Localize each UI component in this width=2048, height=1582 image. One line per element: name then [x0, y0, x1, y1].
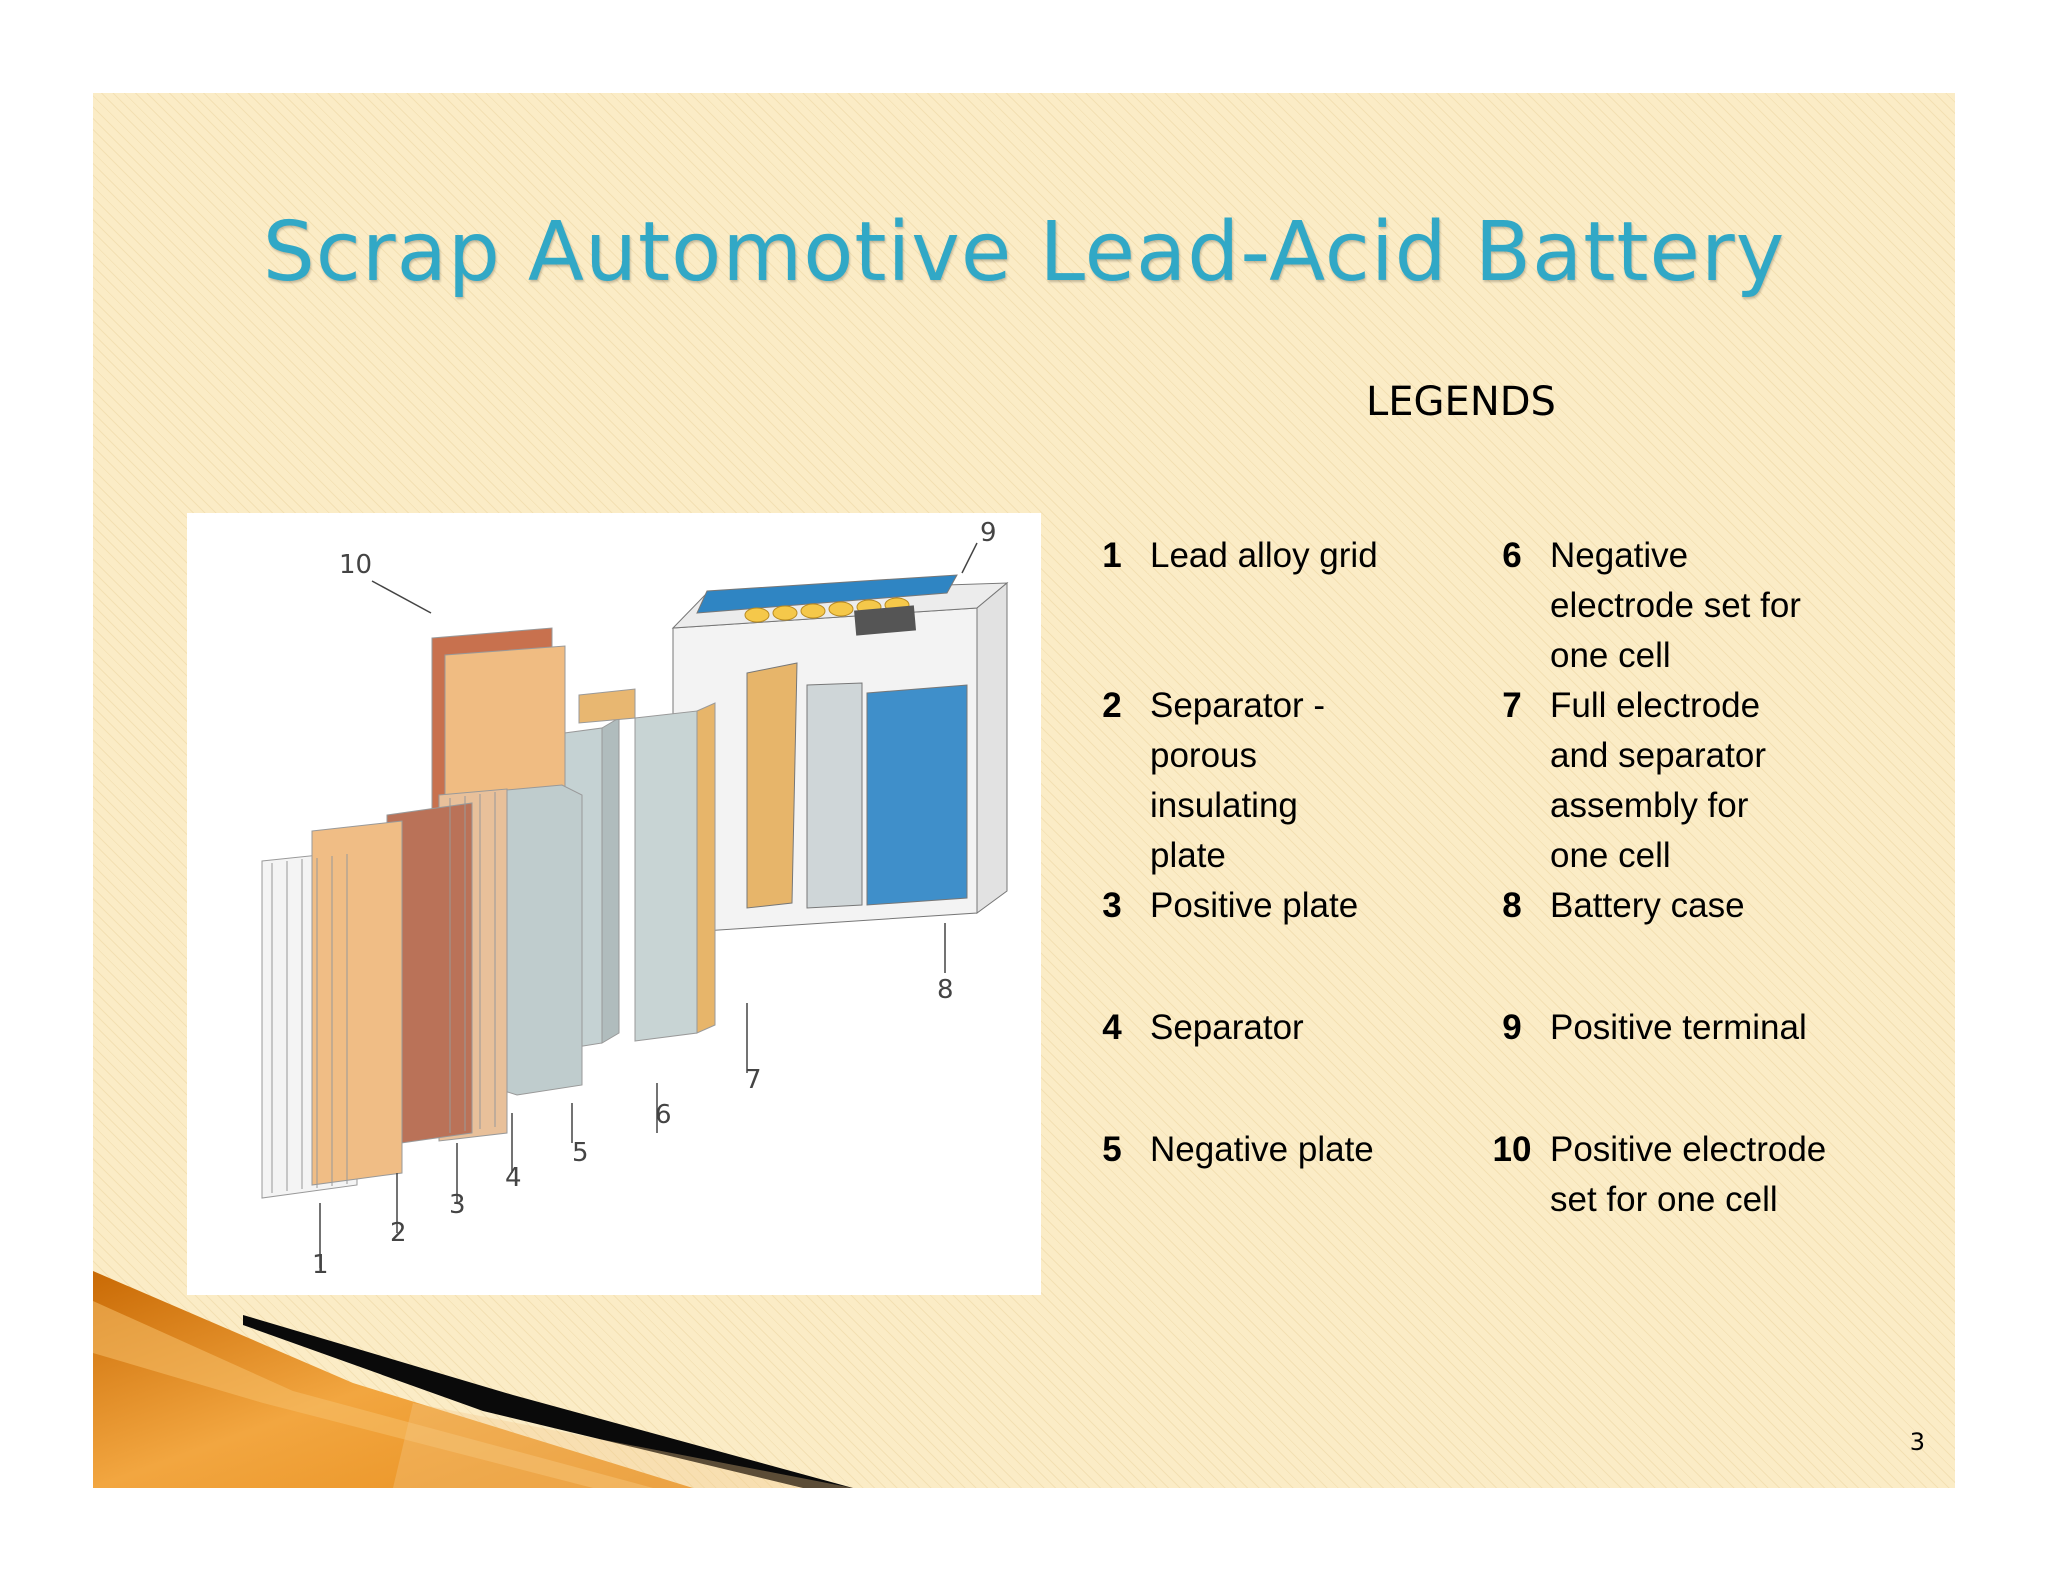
legend-number: 4	[1102, 1008, 1122, 1047]
legends-heading: LEGENDS	[1366, 379, 1556, 425]
legend-number: 10	[1492, 1130, 1532, 1169]
callout-9: 9	[980, 518, 997, 548]
callout-1: 1	[312, 1250, 329, 1280]
legend-label: Separator - porous insulating plate	[1150, 686, 1326, 875]
legend-label: Positive terminal	[1550, 1008, 1807, 1047]
legend-label: Positive plate	[1150, 886, 1359, 925]
legend-label: Lead alloy grid	[1150, 536, 1378, 575]
slide: Scrap Automotive Lead-Acid Battery LEGEN…	[93, 93, 1955, 1488]
slide-title: Scrap Automotive Lead-Acid Battery	[262, 205, 1786, 300]
legend-number: 9	[1502, 1008, 1522, 1047]
legend-number: 1	[1102, 536, 1122, 575]
legend-label: Negative plate	[1150, 1130, 1374, 1169]
callout-7: 7	[745, 1065, 762, 1095]
legend-label: Positive electrode set for one cell	[1550, 1130, 1827, 1219]
page-number: 3	[1909, 1428, 1925, 1456]
legend-label: Battery case	[1550, 886, 1745, 925]
legend-number: 6	[1502, 536, 1522, 575]
callout-10: 10	[339, 550, 372, 580]
callout-4: 4	[505, 1163, 522, 1193]
callout-6: 6	[655, 1100, 672, 1130]
legend-label: Full electrode and separator assembly fo…	[1550, 686, 1766, 875]
legend-number: 3	[1102, 886, 1122, 925]
legend-number: 5	[1102, 1130, 1122, 1169]
callout-3: 3	[449, 1190, 466, 1220]
battery-exploded-diagram: 1 2 3 4 5 6 7 8 9 10	[187, 513, 1041, 1295]
callout-8: 8	[937, 975, 954, 1005]
callout-5: 5	[572, 1138, 589, 1168]
legend-number: 2	[1102, 686, 1122, 725]
callout-2: 2	[390, 1218, 407, 1248]
legend-number: 8	[1502, 886, 1522, 925]
legend-label: Negative electrode set for one cell	[1550, 536, 1801, 675]
legend-number: 7	[1502, 686, 1522, 725]
legend-label: Separator	[1150, 1008, 1304, 1047]
